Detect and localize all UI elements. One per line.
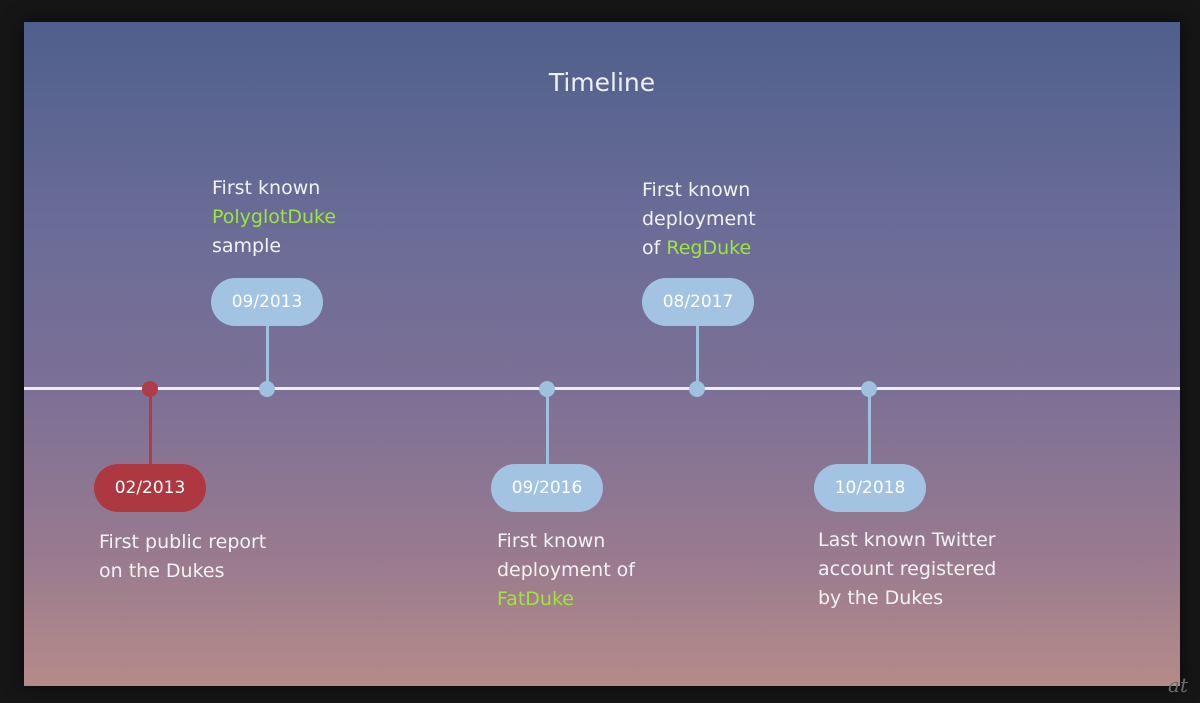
event-label-09-2013: First known PolyglotDuke sample — [212, 174, 336, 261]
timeline-stem-02-2013 — [149, 389, 152, 464]
date-pill-08-2017: 08/2017 — [642, 278, 754, 326]
event-label-highlight: RegDuke — [666, 237, 752, 259]
event-label-line: First known — [642, 179, 751, 201]
event-label-line: of RegDuke — [642, 234, 756, 263]
event-label-line: sample — [212, 235, 282, 257]
timeline-stem-08-2017 — [696, 326, 699, 388]
slide-title: Timeline — [548, 68, 656, 97]
date-pill-02-2013: 02/2013 — [94, 464, 206, 512]
event-label-09-2016: First known deployment of FatDuke — [497, 527, 635, 614]
event-label-line: Last known Twitter — [818, 529, 996, 551]
event-label-prefix: of — [642, 237, 667, 259]
watermark-logo: at — [1168, 673, 1188, 697]
timeline-stem-09-2013 — [266, 326, 269, 388]
event-label-08-2017: First known deployment of RegDuke — [642, 176, 756, 263]
slide: Timeline 02/2013 First public report on … — [24, 22, 1180, 686]
event-label-line: account registered — [818, 558, 997, 580]
date-pill-09-2016: 09/2016 — [491, 464, 603, 512]
event-label-highlight: FatDuke — [497, 588, 574, 610]
event-label-line: deployment — [642, 208, 756, 230]
date-pill-09-2013: 09/2013 — [211, 278, 323, 326]
timeline-axis — [24, 387, 1180, 390]
event-label-line: First known — [212, 177, 321, 199]
event-label-line: by the Dukes — [818, 587, 944, 609]
event-label-10-2018: Last known Twitter account registered by… — [818, 526, 996, 613]
date-pill-10-2018: 10/2018 — [814, 464, 926, 512]
timeline-stem-09-2016 — [546, 389, 549, 464]
event-label-highlight: PolyglotDuke — [212, 206, 337, 228]
event-label-line: on the Dukes — [99, 560, 225, 582]
timeline-dot-08-2017 — [689, 381, 705, 397]
event-label-line: First public report — [99, 531, 267, 553]
timeline-dot-09-2013 — [259, 381, 275, 397]
event-label-02-2013: First public report on the Dukes — [99, 528, 266, 586]
timeline-stem-10-2018 — [868, 389, 871, 464]
event-label-line: First known — [497, 530, 606, 552]
event-label-line: deployment of — [497, 559, 636, 581]
